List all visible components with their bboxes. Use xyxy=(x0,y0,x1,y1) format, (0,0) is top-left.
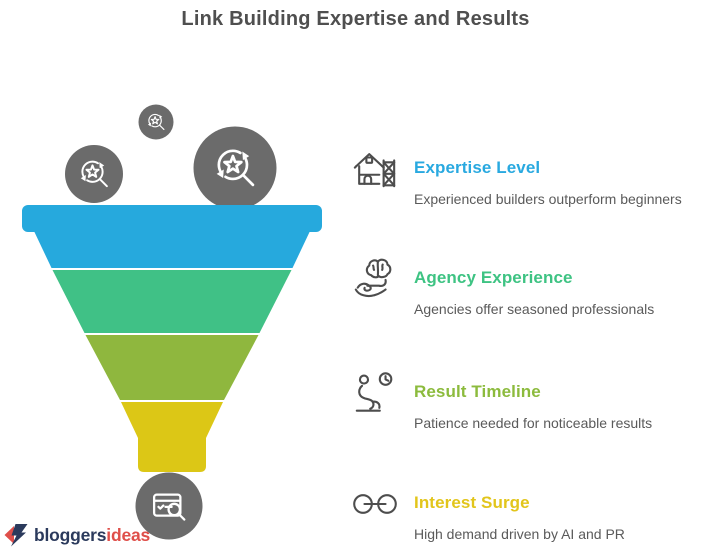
chain-link-icon xyxy=(352,481,398,527)
item-description: Experienced builders outperform beginner… xyxy=(414,190,682,207)
funnel-diagram xyxy=(22,104,322,540)
floating-circle-medium xyxy=(65,145,123,203)
list-item-expertise-level: Expertise Level Experienced builders out… xyxy=(352,146,692,208)
item-description: Patience needed for noticeable results xyxy=(414,414,653,431)
floating-circle-large xyxy=(193,126,277,210)
page-title: Link Building Expertise and Results xyxy=(181,8,530,30)
funnel-level-4 xyxy=(121,402,223,472)
item-heading: Result Timeline xyxy=(414,382,541,401)
item-heading: Expertise Level xyxy=(414,158,541,177)
construction-house-icon xyxy=(352,146,398,192)
list-item-interest-surge: Interest Surge High demand driven by AI … xyxy=(352,481,692,543)
item-description: Agencies offer seasoned professionals xyxy=(414,300,655,317)
logo-text-primary: bloggers xyxy=(34,524,107,545)
item-description: High demand driven by AI and PR xyxy=(414,525,625,542)
item-heading: Agency Experience xyxy=(414,268,573,287)
list-item-agency-experience: Agency Experience Agencies offer seasone… xyxy=(352,256,692,318)
hand-brain-icon xyxy=(352,256,398,302)
bloggersideas-logo-icon xyxy=(4,524,28,547)
logo-text-accent: ideas xyxy=(106,524,151,545)
funnel-level-3 xyxy=(85,335,259,400)
funnel-level-2 xyxy=(52,270,292,333)
bloggersideas-logo: bloggersideas xyxy=(3,523,150,547)
funnel-level-1 xyxy=(22,205,322,268)
item-heading: Interest Surge xyxy=(414,493,530,512)
list-item-result-timeline: Result Timeline Patience needed for noti… xyxy=(352,370,692,432)
waiting-person-clock-icon xyxy=(352,370,398,416)
floating-circle-small xyxy=(138,104,174,140)
logo-text: bloggersideas xyxy=(34,525,150,546)
funnel-output-circle xyxy=(135,472,203,540)
